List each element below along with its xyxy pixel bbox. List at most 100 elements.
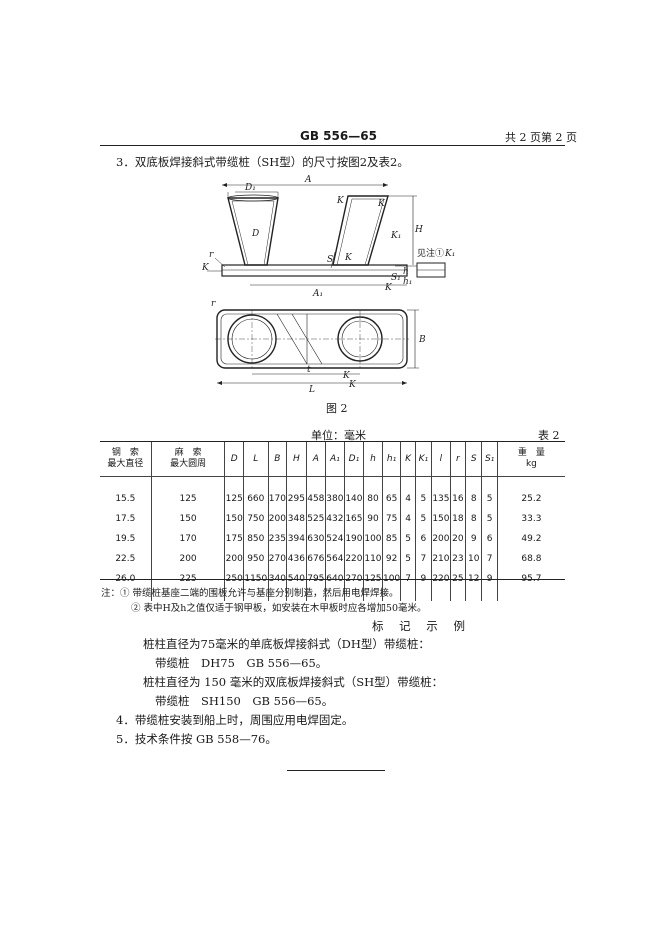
table-cell: 380 (325, 476, 345, 509)
table-cell: 850 (243, 529, 269, 549)
dim-label: r (211, 299, 216, 309)
table-cell: 5 (400, 529, 416, 549)
col-header: H (286, 442, 307, 477)
table-cell: 92 (382, 549, 402, 569)
dim-label: L (308, 385, 315, 395)
note-1: 注：① 带缆桩基座二端的围板允许与基座分别制造，然后用电焊焊接。 (101, 588, 399, 599)
table-cell: 22.5 (100, 549, 152, 569)
col-header: B (268, 442, 288, 477)
table-cell: 5 (400, 549, 416, 569)
dim-label: K₁ (444, 249, 455, 259)
standard-number: GB 556—65 (300, 129, 377, 143)
table-cell: 68.8 (521, 554, 542, 564)
table-cell: 220 (431, 569, 451, 601)
table-cell: 676 (306, 549, 327, 569)
table-cell: 6 (481, 529, 498, 549)
table-cell: 200 (431, 529, 451, 549)
dim-label: h (403, 267, 409, 277)
table-cell: 7 (481, 549, 498, 569)
table-cell: 15.5 (100, 476, 152, 509)
table-cell: 100 (363, 529, 383, 549)
example-line: 桩柱直径为 150 毫米的双底板焊接斜式（SH型）带缆桩： (143, 675, 444, 689)
table-cell: 25 (450, 569, 467, 601)
table-cell: 5 (415, 509, 433, 529)
table-cell: 90 (363, 509, 383, 529)
table-cell: 49.2 (521, 534, 542, 544)
dim-label: K (201, 263, 210, 273)
col-header: h (363, 442, 383, 477)
table-cell: 17.5 (100, 509, 152, 529)
table-cell: 190 (344, 529, 365, 549)
table-cell: 564 (325, 549, 345, 569)
table-cell: 110 (363, 549, 383, 569)
table-cell: 5 (481, 476, 498, 509)
table-cell: 85 (382, 529, 402, 549)
section-3-text: 3．双底板焊接斜式带缆桩（SH型）的尺寸按图2及表2。 (116, 155, 409, 169)
table-cell: 436 (286, 549, 307, 569)
table-cell: 65 (382, 476, 402, 509)
col-header: K (400, 442, 416, 477)
table-cell: 20 (450, 529, 467, 549)
table-cell: 95.7 (521, 574, 542, 584)
table-cell: 4 (400, 476, 416, 509)
table-cell: 165 (344, 509, 365, 529)
table-top-rule (100, 441, 565, 442)
table-cell: 23 (450, 549, 467, 569)
section-4-text: 4．带缆桩安装到船上时，周围应用电焊固定。 (116, 713, 354, 727)
table-cell: 25.2 (521, 494, 542, 504)
col-header: l (431, 442, 451, 477)
section-5-text: 5．技术条件按 GB 558—76。 (116, 732, 277, 746)
table-cell: 200 (224, 549, 245, 569)
dim-label: D (251, 229, 259, 239)
dim-label: A₁ (312, 289, 323, 299)
col-header: A₁ (325, 442, 345, 477)
table-cell: 950 (243, 549, 269, 569)
table-cell: 7 (415, 549, 433, 569)
table-cell: 458 (306, 476, 327, 509)
table-cell: 524 (325, 529, 345, 549)
table-cell: 9 (415, 569, 433, 601)
table-unit: 单位：毫米 (311, 429, 366, 442)
col-header: 重 量 kg (497, 442, 565, 477)
table-cell: 9 (465, 529, 483, 549)
bollard-drawing: A D₁ D r K K K K₁ K H h h₁ S S₁ A₁ 见注① K… (201, 175, 455, 395)
table-cell: 125 (151, 476, 226, 509)
dim-label: S₁ (391, 273, 401, 283)
table-cell: 125 (224, 476, 245, 509)
table-cell: 295 (286, 476, 307, 509)
table-cell: 80 (363, 476, 383, 509)
table-cell: 5 (415, 476, 433, 509)
drawing-labels: A D₁ D r K K K K₁ K H h h₁ S S₁ A₁ 见注① K… (201, 175, 455, 395)
col-header: D₁ (344, 442, 365, 477)
dim-label: K (342, 371, 351, 381)
table-cell: 200 (268, 509, 288, 529)
header-rule (100, 145, 565, 146)
table-cell: 394 (286, 529, 307, 549)
dim-label: t (307, 365, 311, 375)
col-header: 麻 索 最大圆周 (151, 442, 226, 477)
col-header: S₁ (481, 442, 498, 477)
col-header: h₁ (382, 442, 402, 477)
table-cell: 75 (382, 509, 402, 529)
page-indicator: 共 2 页第 2 页 (505, 131, 577, 144)
table-cell: 33.3 (521, 514, 542, 524)
dim-label: K (384, 283, 393, 293)
table-cell: 140 (344, 476, 365, 509)
example-line: 带缆桩 DH75 GB 556—65。 (155, 656, 328, 670)
dim-label: A (304, 175, 312, 185)
table-cell: 18 (450, 509, 467, 529)
dim-label: K (377, 199, 386, 209)
table-cell: 10 (465, 549, 483, 569)
table-cell: 210 (431, 549, 451, 569)
col-header: r (450, 442, 467, 477)
dim-label: S (327, 255, 333, 265)
table-cell: 200 (151, 549, 226, 569)
dimension-table: 钢 索 最大直径 麻 索 最大圆周 D L B H A A₁ D₁ h h₁ K… (100, 442, 565, 601)
col-header: D (224, 442, 245, 477)
table-cell: 235 (268, 529, 288, 549)
example-title: 标 记 示 例 (372, 619, 471, 633)
col-header: K₁ (415, 442, 433, 477)
table-cell: 150 (151, 509, 226, 529)
